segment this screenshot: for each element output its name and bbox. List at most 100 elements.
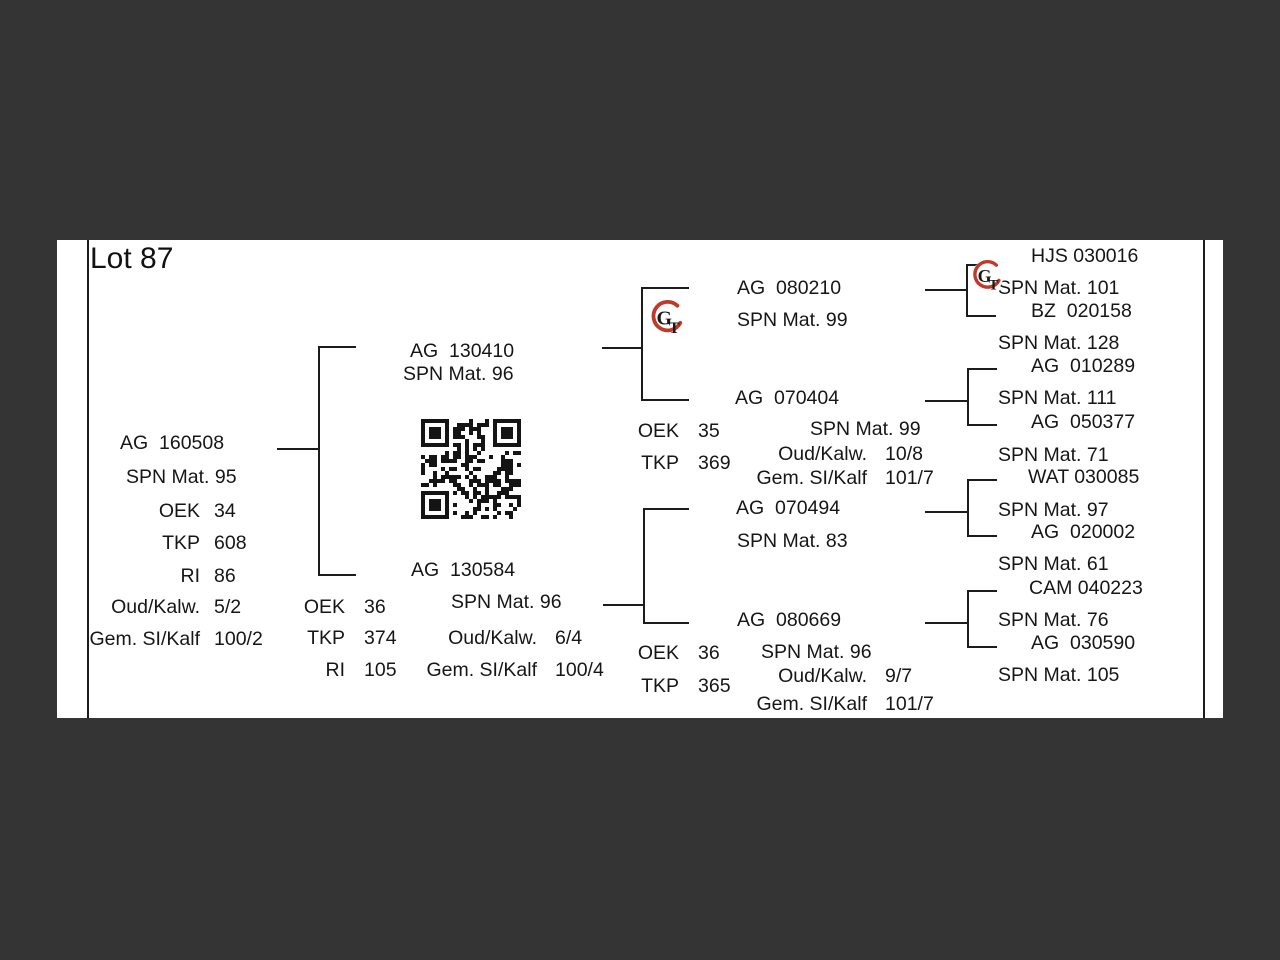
ggp-id: CAM 040223 — [1029, 577, 1143, 599]
dam-dam-detail-row: Gem. SI/Kalf 101/7 — [747, 693, 934, 715]
stat-label: Oud/Kalw. — [778, 443, 867, 465]
ggp-id: WAT 030085 — [1028, 466, 1140, 488]
pedigree-connector — [967, 424, 997, 426]
ggp-spn: SPN Mat. 101 — [998, 277, 1120, 299]
dam-dam-spn: SPN Mat. 96 — [761, 641, 872, 663]
dam-id: AG 130584 — [411, 559, 516, 581]
stat-value: 34 — [214, 500, 236, 522]
stat-label: TKP — [307, 627, 345, 649]
pedigree-connector — [967, 479, 997, 481]
pedigree-connector — [925, 622, 967, 624]
stat-label: Gem. SI/Kalf — [756, 693, 867, 715]
subject-id: AG 160508 — [120, 432, 225, 454]
sire-sire-spn: SPN Mat. 99 — [737, 309, 848, 331]
stat-value: 369 — [698, 452, 731, 474]
ggp-spn: SPN Mat. 128 — [998, 332, 1120, 354]
stat-value: 9/7 — [885, 665, 913, 687]
dam-dam-detail-row: Oud/Kalw. 9/7 — [747, 665, 912, 687]
ggp-id: AG 030590 — [1031, 632, 1136, 654]
stat-value: 608 — [214, 532, 247, 554]
pedigree-connector — [641, 287, 689, 289]
stat-value: 5/2 — [214, 596, 242, 618]
logo-letter-g: G — [978, 266, 992, 286]
stat-label: TKP — [641, 452, 679, 474]
dam-dam-id: AG 080669 — [737, 609, 842, 631]
pedigree-connector — [643, 622, 689, 624]
ggp-spn: SPN Mat. 111 — [998, 387, 1117, 409]
ggp-spn: SPN Mat. 61 — [998, 553, 1109, 575]
sire-dam-stat-row: OEK 35 — [637, 420, 720, 442]
stat-label: Oud/Kalw. — [448, 627, 537, 649]
stat-label: TKP — [162, 532, 200, 554]
ggp-spn: SPN Mat. 76 — [998, 609, 1109, 631]
subject-stat-row: Gem. SI/Kalf 100/2 — [88, 628, 263, 650]
sire-dam-detail-row: Gem. SI/Kalf 101/7 — [747, 467, 934, 489]
pedigree-connector — [641, 287, 643, 401]
sire-dam-stat-row: TKP 369 — [637, 452, 731, 474]
pedigree-connector — [967, 646, 997, 648]
dam-stat-row: RI 105 — [303, 659, 397, 681]
ggp-id: HJS 030016 — [1031, 245, 1139, 267]
stat-label: OEK — [158, 500, 200, 522]
page-border-left — [87, 240, 89, 718]
pedigree-connector — [643, 508, 645, 624]
dam-dam-stat-row: TKP 365 — [637, 675, 731, 697]
stat-label: Gem. SI/Kalf — [756, 467, 867, 489]
stat-label: OEK — [637, 420, 679, 442]
ggp-id: BZ 020158 — [1031, 300, 1132, 322]
dam-stat-row: OEK 36 — [303, 596, 386, 618]
logo-letter-t: T — [989, 278, 999, 294]
sire-dam-detail-row: Oud/Kalw. 10/8 — [747, 443, 923, 465]
stat-value: 101/7 — [885, 467, 934, 489]
ggp-spn: SPN Mat. 105 — [998, 664, 1120, 686]
stat-value: 35 — [698, 420, 720, 442]
sire-sire-id: AG 080210 — [737, 277, 842, 299]
pedigree-connector — [966, 315, 996, 317]
stat-label: Gem. SI/Kalf — [426, 659, 537, 681]
dam-stat-row: TKP 374 — [303, 627, 397, 649]
pedigree-connector — [967, 368, 997, 370]
subject-spn: SPN Mat. 95 — [126, 466, 237, 488]
stat-label: Oud/Kalw. — [111, 596, 200, 618]
sire-spn: SPN Mat. 96 — [403, 363, 514, 385]
stat-label: Oud/Kalw. — [778, 665, 867, 687]
logo-letter-g: G — [657, 308, 673, 330]
stat-label: TKP — [641, 675, 679, 697]
stat-value: 101/7 — [885, 693, 934, 715]
lot-title: Lot 87 — [90, 242, 174, 275]
pedigree-connector — [603, 604, 643, 606]
stat-value: 374 — [364, 627, 397, 649]
stat-value: 10/8 — [885, 443, 923, 465]
stat-value: 100/2 — [214, 628, 263, 650]
stat-label: OEK — [303, 596, 345, 618]
sire-dam-spn: SPN Mat. 99 — [810, 418, 921, 440]
pedigree-connector — [967, 590, 969, 648]
stat-value: 86 — [214, 565, 236, 587]
stat-value: 100/4 — [555, 659, 604, 681]
ggp-id: AG 010289 — [1031, 355, 1136, 377]
ggp-spn: SPN Mat. 71 — [998, 444, 1109, 466]
ggp-id: AG 050377 — [1031, 411, 1136, 433]
logo-letter-t: T — [669, 320, 680, 337]
dam-detail-row: Oud/Kalw. 6/4 — [417, 627, 582, 649]
document-page: Lot 87 AG 160508 SPN Mat. 95 OEK 34 TKP … — [57, 240, 1223, 718]
page-border-right — [1203, 240, 1205, 718]
pedigree-connector — [925, 511, 967, 513]
pedigree-connector — [966, 264, 968, 317]
pedigree-connector — [967, 535, 997, 537]
pedigree-connector — [318, 574, 356, 576]
pedigree-connector — [925, 289, 967, 291]
pedigree-connector — [643, 508, 689, 510]
pedigree-connector — [602, 347, 642, 349]
stat-value: 36 — [698, 642, 720, 664]
pedigree-connector — [318, 346, 320, 576]
stat-value: 105 — [364, 659, 397, 681]
stat-value: 6/4 — [555, 627, 583, 649]
stat-label: RI — [180, 565, 201, 587]
ggp-id: AG 020002 — [1031, 521, 1136, 543]
stat-value: 365 — [698, 675, 731, 697]
stat-label: OEK — [637, 642, 679, 664]
gt-logo-icon: G T — [970, 258, 1004, 296]
ggp-spn: SPN Mat. 97 — [998, 499, 1109, 521]
pedigree-connector — [967, 590, 997, 592]
